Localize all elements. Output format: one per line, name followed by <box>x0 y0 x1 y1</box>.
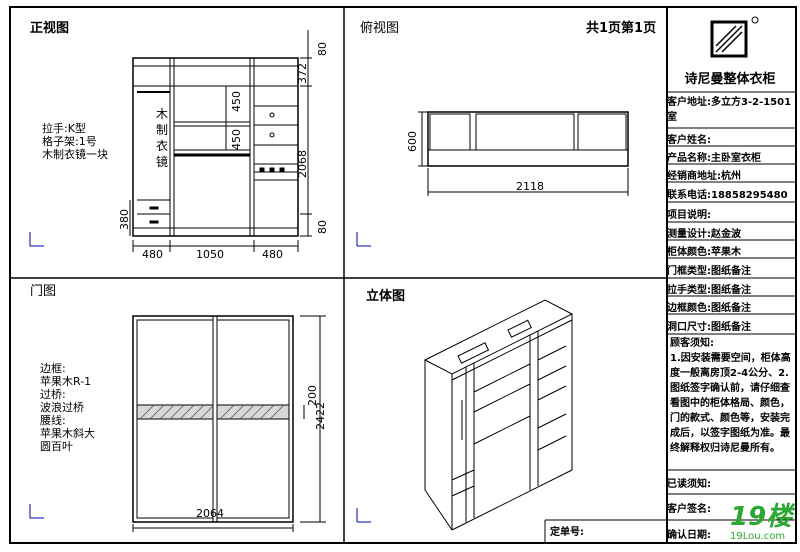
info-label: 客户地址: <box>667 97 711 108</box>
hardware-line: 格子架:1号 <box>42 135 97 148</box>
info-handle-type: 拉手类型:图纸备注 <box>667 281 800 296</box>
dim-450a: 450 <box>230 91 243 112</box>
door-spec-line: 过桥: <box>40 388 66 401</box>
dim-w1: 480 <box>142 248 163 261</box>
info-value: 赵金波 <box>711 229 741 240</box>
dim-bottom-v: 80 <box>316 220 329 234</box>
info-label: 柜体颜色: <box>667 247 711 258</box>
watermark-main: 19楼 <box>730 502 793 532</box>
info-phone: 联系电话:18858295480 <box>667 186 800 201</box>
hardware-line: 拉手:K型 <box>42 122 86 135</box>
door-spec-line: 边框: <box>40 362 66 375</box>
order-label: 定单号: <box>550 527 584 538</box>
info-value: 多立方3-2-1501室 <box>667 97 792 123</box>
front-view-title: 正视图 <box>30 21 70 36</box>
info-opening: 洞口尺寸:图纸备注 <box>667 318 800 333</box>
watermark-sub: 19Lou.com <box>730 531 786 542</box>
info-cabinet-color: 柜体颜色:苹果木 <box>667 243 800 258</box>
info-label: 边框颜色: <box>667 303 711 314</box>
hardware-line: 木制衣镜一块 <box>42 148 108 161</box>
watermark-logo: 19楼 19Lou.com <box>730 503 798 549</box>
info-confirm: 确认日期: <box>667 526 800 541</box>
info-value: 苹果木 <box>711 247 741 258</box>
info-label: 已读须知: <box>667 479 711 490</box>
brand-logo <box>710 16 759 58</box>
info-label: 联系电话: <box>667 190 711 201</box>
page-label: 共1页第1页 <box>586 21 657 36</box>
door-view <box>132 315 326 532</box>
customer-notes: 顾客须知: 1.因安装需要空间，柜体高度一般离房顶2-4公分、2.图纸签字确认前… <box>670 336 798 456</box>
iso-view <box>423 299 574 531</box>
info-value: 图纸备注 <box>711 303 751 314</box>
brand-name: 诗尼曼整体衣柜 <box>684 72 776 87</box>
info-measure: 测量设计:赵金波 <box>667 225 800 240</box>
dim-total-v: 2068 <box>296 150 309 178</box>
info-project: 项目说明: <box>667 206 800 221</box>
info-label: 确认日期: <box>667 530 711 541</box>
info-value: 图纸备注 <box>711 322 751 333</box>
top-view-title: 俯视图 <box>360 21 400 36</box>
info-read: 已读须知: <box>667 475 800 490</box>
info-name: 客户姓名: <box>667 131 800 146</box>
dim-door-total: 2422 <box>314 402 327 430</box>
info-label: 测量设计: <box>667 229 711 240</box>
door-spec-line: 苹果木斜大 <box>40 427 95 440</box>
info-sign: 客户签名: <box>667 500 800 515</box>
dim-depth: 600 <box>406 131 419 152</box>
top-view <box>418 111 629 196</box>
axis-icon <box>29 232 371 523</box>
iso-view-title: 立体图 <box>366 289 406 304</box>
door-spec: 边框: 苹果木R-1 过桥: 波浪过桥 腰线: 苹果木斜大 圆百叶 <box>40 362 95 453</box>
info-value: 图纸备注 <box>711 285 751 296</box>
door-spec-line: 苹果木R-1 <box>40 375 92 388</box>
door-spec-line: 圆百叶 <box>40 440 73 453</box>
door-spec-line: 腰线: <box>40 414 66 427</box>
door-view-title: 门图 <box>30 284 57 299</box>
info-label: 经销商地址: <box>667 171 721 182</box>
dim-left-380: 380 <box>118 209 131 230</box>
dim-w3: 480 <box>262 248 283 261</box>
front-hardware: 拉手:K型 格子架:1号 木制衣镜一块 <box>42 122 108 161</box>
info-value: 图纸备注 <box>711 266 751 277</box>
notes-title: 顾客须知: <box>670 338 714 349</box>
dim-top-v: 80 <box>316 42 329 56</box>
info-address: 客户地址:多立方3-2-1501室 <box>667 95 800 125</box>
info-value: 18858295480 <box>711 190 788 201</box>
door-spec-line: 波浪过桥 <box>40 401 84 414</box>
info-label: 客户签名: <box>667 504 711 515</box>
front-view <box>129 30 312 252</box>
sheet-border <box>9 6 797 544</box>
info-label: 拉手类型: <box>667 285 711 296</box>
info-label: 门框类型: <box>667 266 711 277</box>
info-frame-color: 边框颜色:图纸备注 <box>667 299 800 314</box>
dim-door-width: 2064 <box>196 507 224 520</box>
info-label: 客户姓名: <box>667 135 711 146</box>
dim-top-width: 2118 <box>516 180 544 193</box>
dim-w2: 1050 <box>196 248 224 261</box>
info-label: 产品名称: <box>667 153 711 164</box>
dim-upper-v: 372 <box>296 63 309 84</box>
dim-450b: 450 <box>230 129 243 150</box>
info-product: 产品名称:主卧室衣柜 <box>667 149 800 164</box>
mirror-label: 木制衣镜 <box>156 107 169 169</box>
title-panel-grid <box>667 91 796 521</box>
notes-body: 1.因安装需要空间，柜体高度一般离房顶2-4公分、2.图纸签字确认前，请仔细查看… <box>670 353 791 454</box>
info-label: 洞口尺寸: <box>667 322 711 333</box>
info-label: 项目说明: <box>667 210 711 221</box>
info-dealer: 经销商地址:杭州 <box>667 167 800 182</box>
info-door-type: 门框类型:图纸备注 <box>667 262 800 277</box>
info-value: 主卧室衣柜 <box>711 153 761 164</box>
info-value: 杭州 <box>721 171 741 182</box>
